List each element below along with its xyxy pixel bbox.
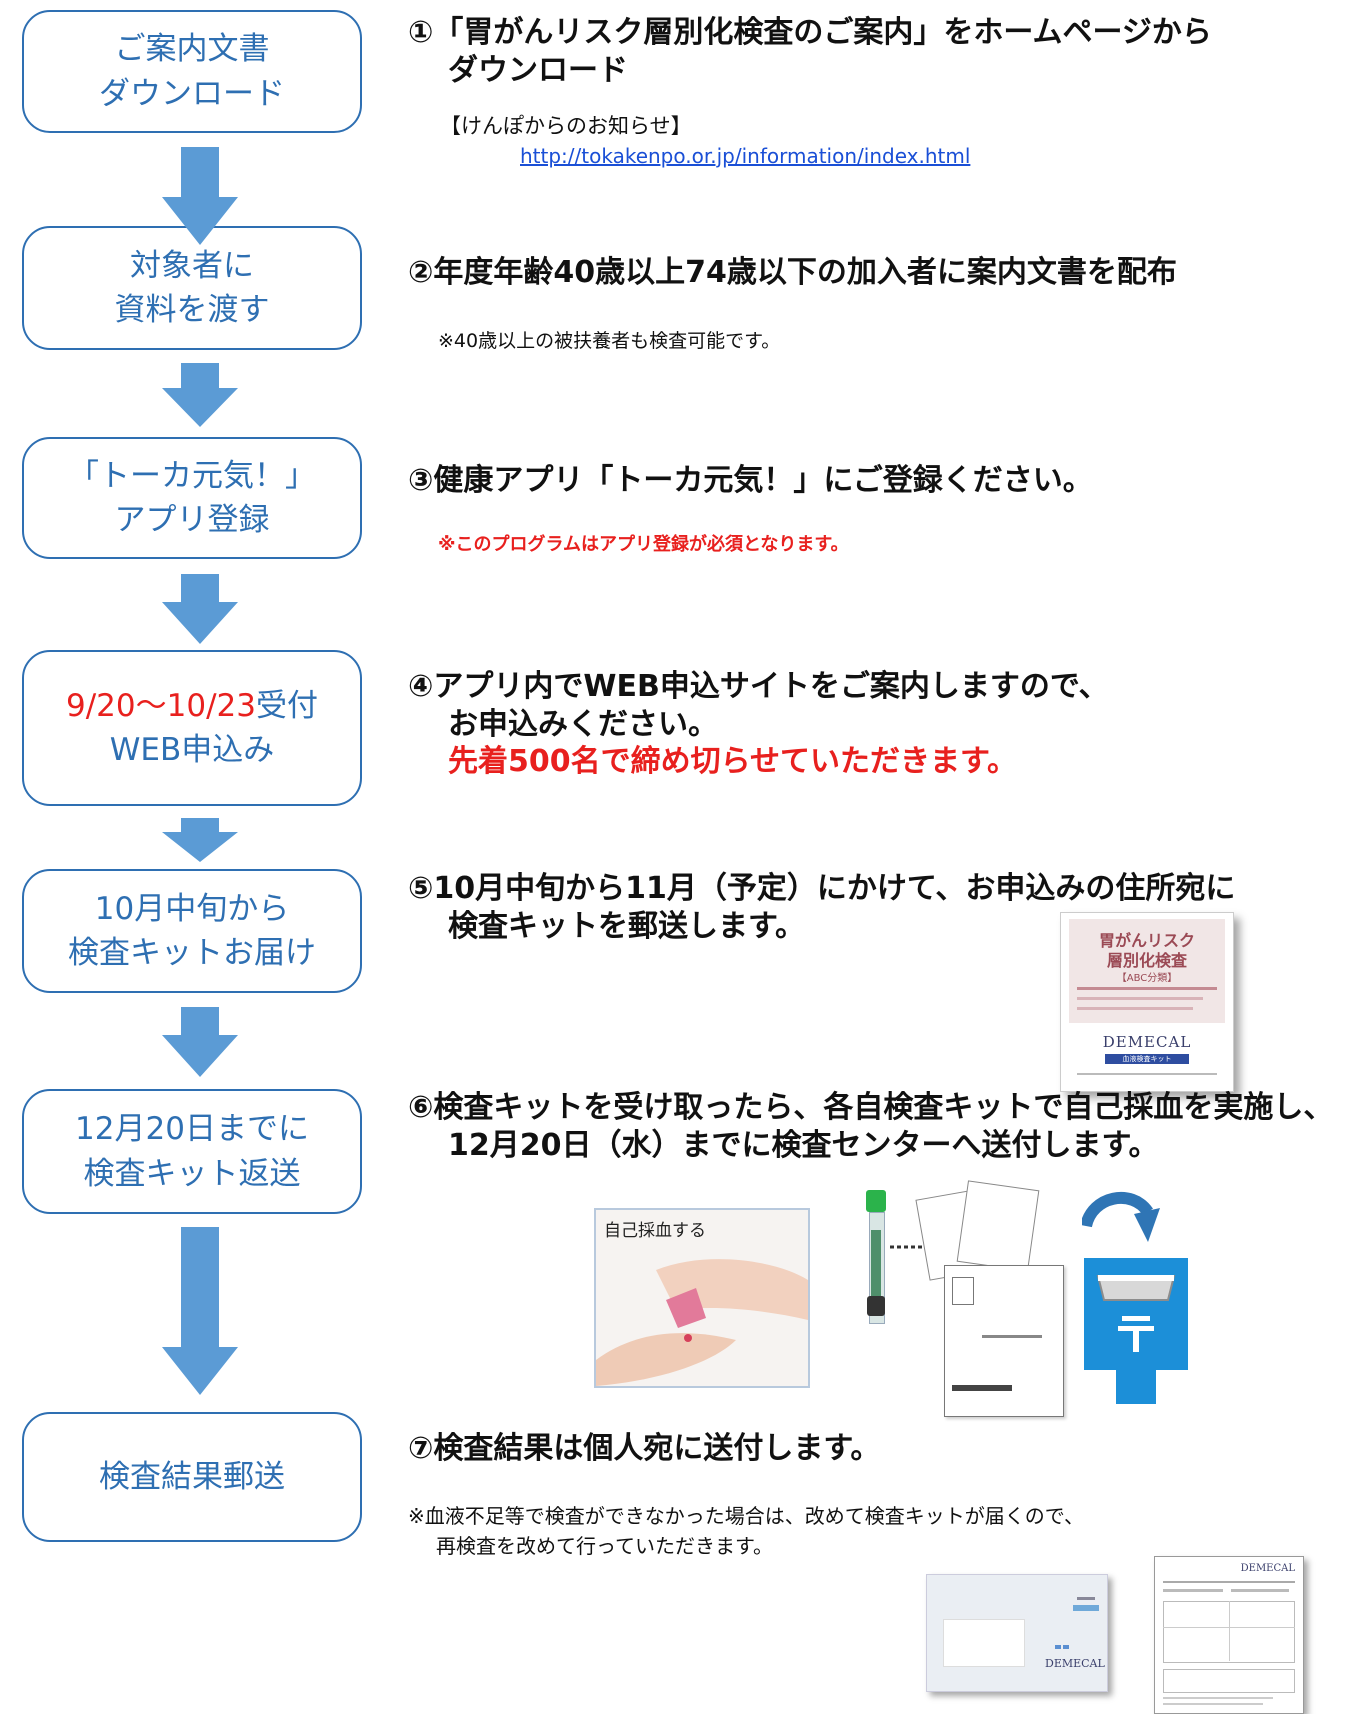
self-blood-sampling-photo: 自己採血する [594, 1208, 810, 1388]
step7-heading: ⑦検査結果は個人宛に送付します。 [408, 1431, 881, 1466]
result-envelope-image: DEMECAL [926, 1574, 1108, 1692]
step-label-line1: ご案内文書 [114, 31, 270, 68]
step2-heading: ②年度年齢40歳以上74歳以下の加入者に案内文書を配布 [408, 255, 1177, 290]
step-label-line2: ダウンロード [99, 75, 285, 112]
blood-tube-image [864, 1190, 888, 1342]
step-label-line1: 12月20日までに [75, 1111, 309, 1148]
step6-heading-line2: 12月20日（水）までに検査センターへ送付します。 [448, 1127, 1159, 1163]
kit-band: 血液検査キット [1105, 1054, 1189, 1064]
step-box-kit-delivery: 10月中旬から 検査キットお届け [22, 869, 362, 993]
step4-deadline-note: 先着500名で締め切らせていただきます。 [448, 744, 1018, 779]
step-label-line1: 9/20～10/23受付 [66, 684, 318, 728]
step-label-line1: 10月中旬から [94, 890, 290, 927]
step5-heading: ⑤10月中旬から11月（予定）にかけて、お申込みの住所宛に 検査キットを郵送しま… [408, 870, 1235, 945]
step4-heading: ④アプリ内でWEB申込サイトをご案内しますので、 お申込みください。 先着500… [408, 668, 1109, 781]
step4-heading-line1: ④アプリ内でWEB申込サイトをご案内しますので、 [408, 669, 1109, 704]
step1-heading-line2: ダウンロード [448, 52, 628, 88]
step-label-line2: 検査キット返送 [83, 1155, 301, 1192]
step5-heading-line1: ⑤10月中旬から11月（予定）にかけて、お申込みの住所宛に [408, 871, 1236, 906]
step-box-kit-return: 12月20日までに 検査キット返送 [22, 1089, 362, 1214]
step-box-web-apply: 9/20～10/23受付 WEB申込み [22, 650, 362, 806]
step-label-line2: 資料を渡す [114, 292, 270, 328]
step-label-line2: アプリ登録 [114, 502, 270, 538]
down-arrow-icon [162, 1007, 238, 1077]
finger-prick-illustration [596, 1259, 808, 1386]
postbox-icon [1084, 1258, 1188, 1404]
step-box-result-mail: 検査結果郵送 [22, 1412, 362, 1542]
step-box-download: ご案内文書 ダウンロード [22, 10, 362, 133]
step1-heading: ①「胃がんリスク層別化検査のご案内」をホームページから ダウンロード [408, 14, 1212, 89]
down-arrow-icon [162, 363, 238, 427]
step-label-line1: 対象者に [130, 247, 254, 284]
down-arrow-icon [162, 574, 238, 644]
envelope-brand-logo: DEMECAL [1045, 1657, 1105, 1670]
report-brand-logo: DEMECAL [1240, 1563, 1295, 1574]
step-box-app-register: 「トーカ元気！」 アプリ登録 [22, 437, 362, 559]
step-label-line1: 検査結果郵送 [99, 1458, 285, 1495]
kit-subtitle: 【ABC分類】 [1116, 973, 1178, 984]
kit-title-line2: 層別化検査 [1106, 951, 1187, 970]
step3-heading: ③健康アプリ「トーカ元気！」にご登録ください。 [408, 463, 1093, 498]
step6-heading-line1: ⑥検査キットを受け取ったら、各自検査キットで自己採血を実施し、 [408, 1090, 1334, 1125]
step5-heading-line2: 検査キットを郵送します。 [448, 908, 805, 944]
down-arrow-icon [162, 818, 238, 862]
kit-package-image: 胃がんリスク 層別化検査 【ABC分類】 DEMECAL 血液検査キット [1060, 912, 1234, 1092]
return-kit-documents-image [915, 1180, 1072, 1417]
notice-url-link[interactable]: http://tokakenpo.or.jp/information/index… [520, 144, 971, 168]
kit-title-line1: 胃がんリスク [1098, 931, 1195, 950]
step1-heading-line1: ①「胃がんリスク層別化検査のご案内」をホームページから [408, 15, 1212, 50]
photo-caption: 自己採血する [604, 1221, 706, 1241]
kit-brand-logo: DEMECAL [1102, 1033, 1192, 1051]
step7-note-line1: ※血液不足等で検査ができなかった場合は、改めて検査キットが届くので、 [408, 1504, 1084, 1528]
step-label-line2: 検査キットお届け [68, 935, 316, 971]
step-label-line1: 「トーカ元気！」 [68, 457, 316, 494]
step3-required-note: ※このプログラムはアプリ登録が必須となります。 [438, 534, 849, 555]
step-label-line2: WEB申込み [109, 732, 275, 768]
down-arrow-icon [162, 1227, 238, 1395]
notice-label: 【けんぽからのお知らせ】 [440, 114, 692, 138]
curved-arrow-icon [1080, 1186, 1160, 1254]
step-box-distribute: 対象者に 資料を渡す [22, 226, 362, 350]
result-report-image: DEMECAL [1154, 1556, 1304, 1714]
step7-note-line2: 再検査を改めて行っていただきます。 [436, 1534, 773, 1558]
date-range: 9/20～10/23 [66, 687, 256, 724]
step2-note: ※40歳以上の被扶養者も検査可能です。 [438, 330, 781, 352]
notice-link-wrap: http://tokakenpo.or.jp/information/index… [520, 144, 970, 168]
step4-heading-line2: お申込みください。 [448, 706, 718, 742]
reception-label: 受付 [255, 687, 318, 724]
step6-heading: ⑥検査キットを受け取ったら、各自検査キットで自己採血を実施し、 12月20日（水… [408, 1089, 1333, 1164]
down-arrow-icon [162, 147, 238, 245]
